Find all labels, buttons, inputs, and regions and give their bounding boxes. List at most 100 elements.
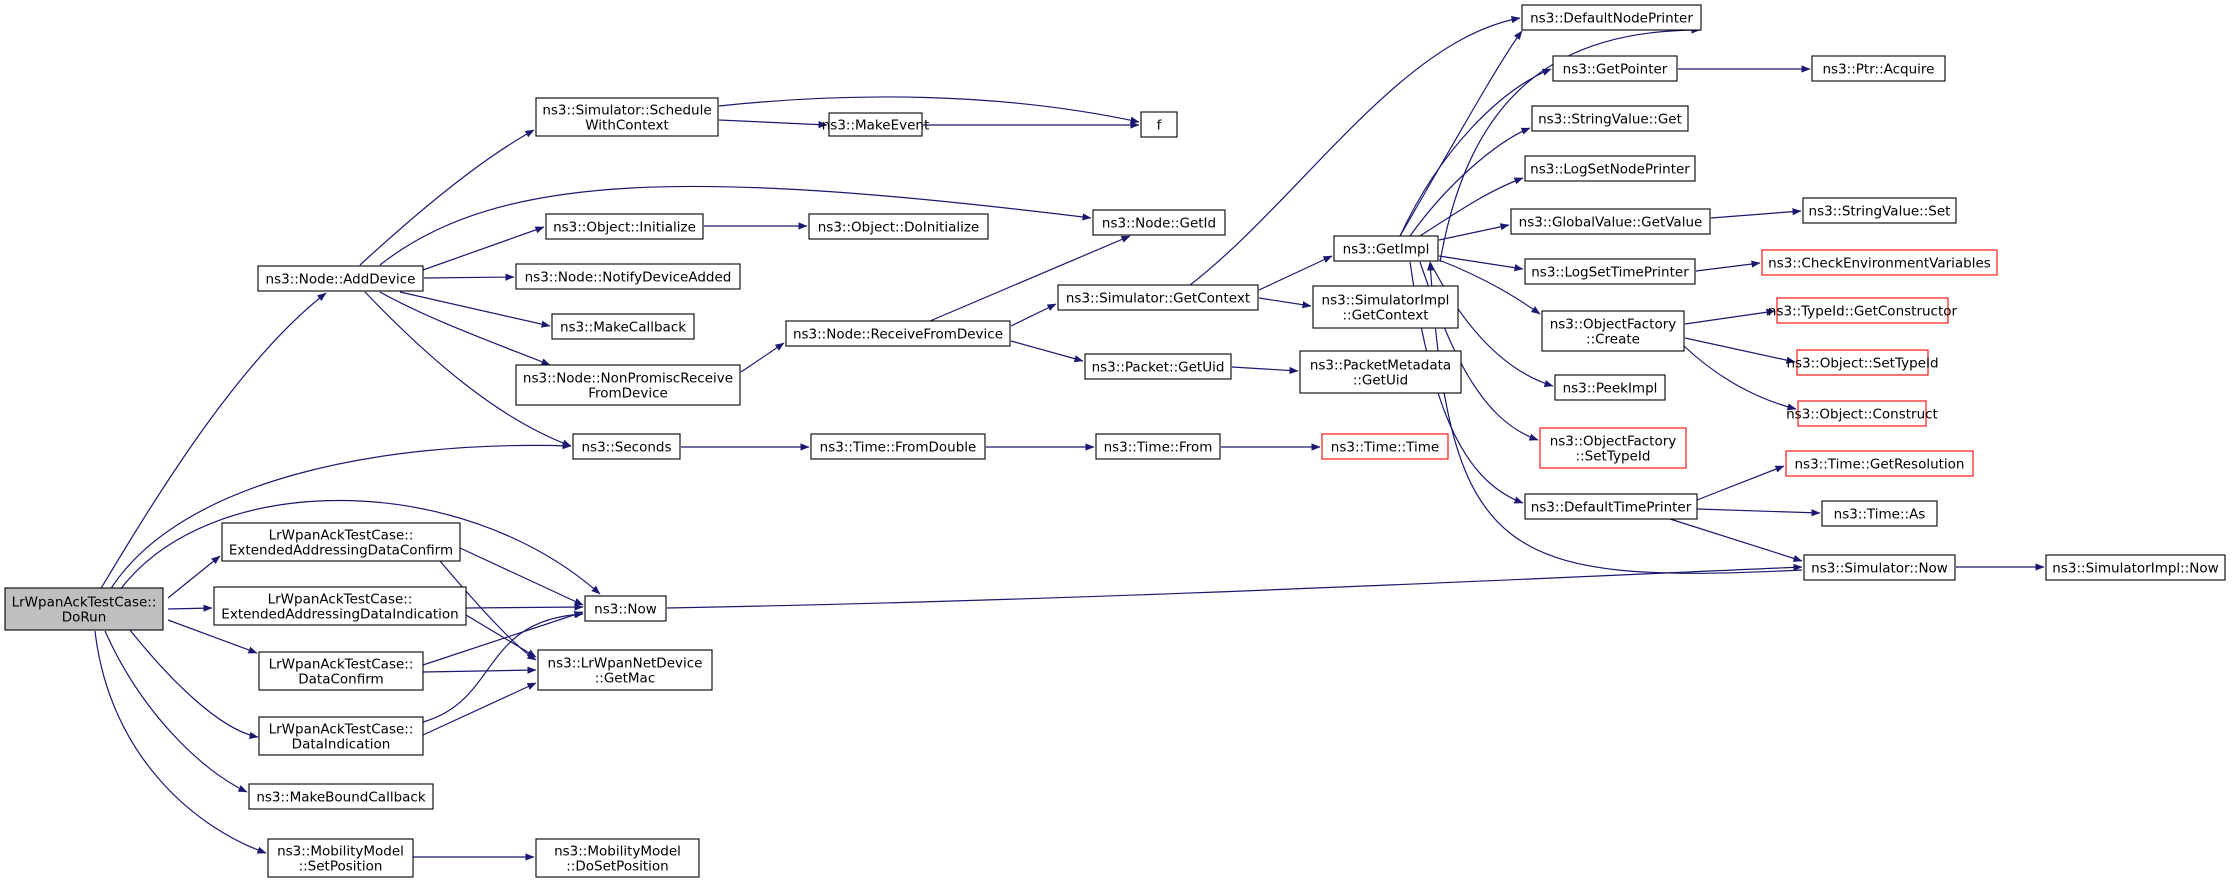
node-simNow[interactable]: ns3::Simulator::Now <box>1803 554 1956 581</box>
node-getPointer[interactable]: ns3::GetPointer <box>1552 55 1678 82</box>
edge-getImpl-to-peekImpl <box>1429 261 1554 387</box>
edge-defTimePrinter-to-simNow <box>1669 518 1803 562</box>
node-simGetCtx[interactable]: ns3::Simulator::GetContext <box>1057 284 1259 311</box>
node-pktMetaUid[interactable]: ns3::PacketMetadata::GetUid <box>1299 350 1462 394</box>
edge-objFactCreate-to-typeIdGetCtor <box>1684 308 1776 325</box>
edge-simGetCtx-to-simImplGetCtx <box>1258 297 1312 309</box>
node-strValGet[interactable]: ns3::StringValue::Get <box>1531 105 1689 132</box>
edge-addDevice-to-getId <box>379 185 1092 266</box>
edges <box>94 16 2045 861</box>
node-label: ns3::Object::SetTypeId <box>1786 356 1938 372</box>
node-label: ns3::LogSetTimePrinter <box>1531 265 1689 281</box>
node-getImpl[interactable]: ns3::GetImpl <box>1333 235 1439 262</box>
edge-root-to-extAddrInd <box>167 604 213 612</box>
node-box <box>537 649 713 691</box>
edge-defTimePrinter-to-timeGetRes <box>1696 465 1785 501</box>
node-label: ns3::Object::Initialize <box>553 220 696 236</box>
node-label: ::DoSetPosition <box>566 859 668 875</box>
node-mobSetPos[interactable]: ns3::MobilityModel::SetPosition <box>267 838 414 878</box>
edge-defTimePrinter-to-defNodePrinter <box>1439 26 1701 263</box>
node-box <box>828 112 923 137</box>
node-simImplGetCtx[interactable]: ns3::SimulatorImpl::GetContext <box>1312 285 1459 329</box>
node-objInit[interactable]: ns3::Object::Initialize <box>545 213 704 240</box>
node-label: ::SetPosition <box>299 859 383 875</box>
node-peekImpl[interactable]: ns3::PeekImpl <box>1554 374 1666 401</box>
node-box <box>572 433 681 460</box>
node-objDoInit[interactable]: ns3::Object::DoInitialize <box>808 213 989 240</box>
node-getId[interactable]: ns3::Node::GetId <box>1092 209 1226 236</box>
node-makeCb[interactable]: ns3::MakeCallback <box>551 313 695 340</box>
edge-addDevice-to-schedCtx <box>359 129 535 266</box>
node-fromDouble[interactable]: ns3::Time::FromDouble <box>810 433 986 460</box>
node-simImplNow[interactable]: ns3::SimulatorImpl::Now <box>2045 554 2226 581</box>
node-typeIdGetCtor[interactable]: ns3::TypeId::GetConstructor <box>1768 297 1958 324</box>
node-label: ns3::Seconds <box>582 440 672 456</box>
node-label: ns3::Simulator::Now <box>1811 561 1948 577</box>
node-dataConfirm[interactable]: LrWpanAckTestCase::DataConfirm <box>258 651 424 691</box>
node-label: ns3::Simulator::GetContext <box>1066 291 1250 307</box>
node-timeFrom[interactable]: ns3::Time::From <box>1095 433 1221 460</box>
node-label: ns3::Simulator::Schedule <box>542 103 711 119</box>
node-f[interactable]: f <box>1140 111 1178 138</box>
edge-root-to-dataInd <box>129 629 259 739</box>
node-objFactSetTypeId[interactable]: ns3::ObjectFactory::SetTypeId <box>1539 427 1687 469</box>
edge-addDevice-to-objInit <box>422 226 545 271</box>
node-mobDoSetPos[interactable]: ns3::MobilityModel::DoSetPosition <box>535 838 700 878</box>
node-label: FromDevice <box>588 386 668 402</box>
edge-recvFromDev-to-simGetCtx <box>1010 303 1057 327</box>
node-label: ::Create <box>1586 332 1640 348</box>
node-objSetTypeId[interactable]: ns3::Object::SetTypeId <box>1786 349 1939 376</box>
node-label: ns3::Node::NonPromiscReceive <box>523 371 733 387</box>
node-addDevice[interactable]: ns3::Node::AddDevice <box>257 265 424 292</box>
node-makeEvent[interactable]: ns3::MakeEvent <box>822 112 930 137</box>
node-timeTime[interactable]: ns3::Time::Time <box>1321 433 1449 460</box>
node-makeBound[interactable]: ns3::MakeBoundCallback <box>248 783 434 810</box>
node-extAddrInd[interactable]: LrWpanAckTestCase::ExtendedAddressingDat… <box>213 586 467 626</box>
node-seconds[interactable]: ns3::Seconds <box>572 433 681 460</box>
node-label: ns3::MakeBoundCallback <box>256 790 426 806</box>
edge-dataConfirm-to-getMac <box>422 666 537 674</box>
node-box <box>1776 297 1949 324</box>
node-getMac[interactable]: ns3::LrWpanNetDevice::GetMac <box>537 649 713 691</box>
edge-addDevice-to-makeCb <box>399 291 551 328</box>
node-label: f <box>1157 118 1163 134</box>
node-ptrAcquire[interactable]: ns3::Ptr::Acquire <box>1811 55 1946 82</box>
node-box <box>221 522 461 562</box>
node-timeAs[interactable]: ns3::Time::As <box>1821 500 1938 527</box>
node-now[interactable]: ns3::Now <box>584 595 667 622</box>
node-defNodePrinter[interactable]: ns3::DefaultNodePrinter <box>1521 4 1702 31</box>
node-notify[interactable]: ns3::Node::NotifyDeviceAdded <box>515 263 741 290</box>
node-pktGetUid[interactable]: ns3::Packet::GetUid <box>1084 353 1232 380</box>
node-box <box>258 716 424 756</box>
node-recvFromDev[interactable]: ns3::Node::ReceiveFromDevice <box>785 320 1011 347</box>
node-logSetTime[interactable]: ns3::LogSetTimePrinter <box>1524 258 1696 285</box>
node-objConstruct[interactable]: ns3::Object::Construct <box>1786 400 1938 427</box>
edge-root-to-now <box>119 499 601 595</box>
node-globalGetVal[interactable]: ns3::GlobalValue::GetValue <box>1510 208 1711 235</box>
node-box <box>2045 554 2226 581</box>
node-box <box>1333 235 1439 262</box>
node-extAddrConfirm[interactable]: LrWpanAckTestCase::ExtendedAddressingDat… <box>221 522 461 562</box>
node-defTimePrinter[interactable]: ns3::DefaultTimePrinter <box>1524 493 1698 520</box>
edge-recvFromDev-to-getId <box>929 235 1131 322</box>
node-label: ns3::Time::FromDouble <box>820 440 977 456</box>
node-dataInd[interactable]: LrWpanAckTestCase::DataIndication <box>258 716 424 756</box>
edge-addDevice-to-seconds <box>364 291 572 447</box>
node-label: DataConfirm <box>298 672 383 688</box>
node-root[interactable]: LrWpanAckTestCase::DoRun <box>4 587 164 631</box>
node-box <box>808 213 989 240</box>
node-logSetNode[interactable]: ns3::LogSetNodePrinter <box>1524 155 1696 182</box>
node-objFactCreate[interactable]: ns3::ObjectFactory::Create <box>1541 310 1685 352</box>
node-label: ns3::StringValue::Get <box>1538 112 1682 128</box>
node-checkEnv[interactable]: ns3::CheckEnvironmentVariables <box>1761 249 1998 276</box>
node-label: ns3::MobilityModel <box>554 844 681 860</box>
node-timeGetRes[interactable]: ns3::Time::GetResolution <box>1785 450 1974 477</box>
node-label: ns3::CheckEnvironmentVariables <box>1768 256 1991 272</box>
node-label: ns3::ObjectFactory <box>1550 434 1677 450</box>
edge-pktGetUid-to-pktMetaUid <box>1231 366 1299 375</box>
node-label: LrWpanAckTestCase:: <box>269 528 414 544</box>
edge-getImpl-to-strValGet <box>1409 127 1531 237</box>
node-strValSet[interactable]: ns3::StringValue::Set <box>1802 197 1957 224</box>
